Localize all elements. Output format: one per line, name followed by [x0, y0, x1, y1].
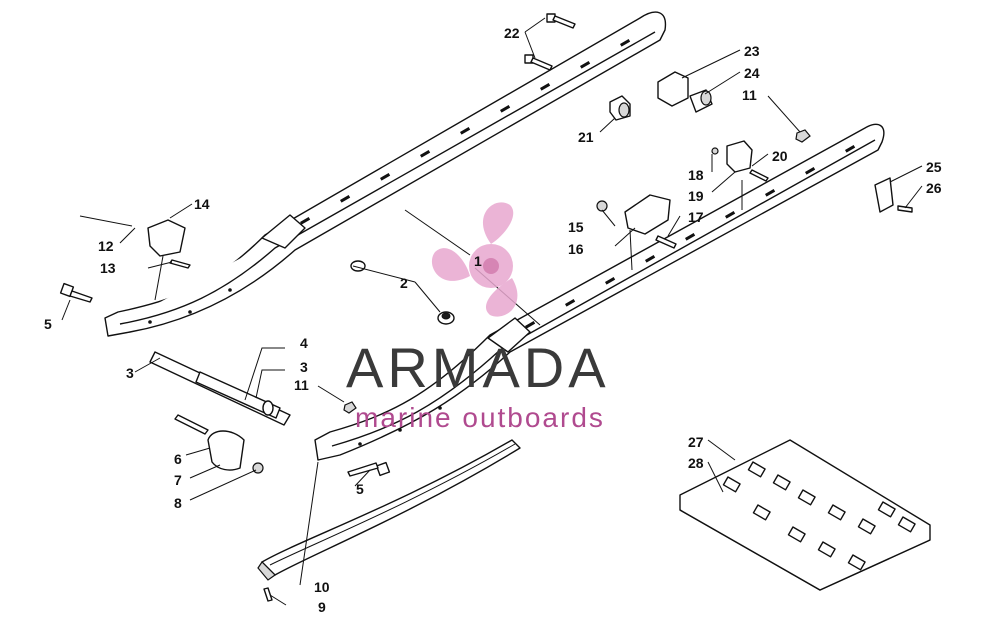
bolt-icon: [347, 461, 391, 477]
callout-1: 1: [474, 253, 482, 269]
callout-2: 2: [400, 275, 408, 291]
callout-26: 26: [926, 180, 942, 196]
callout-14: 14: [194, 196, 210, 212]
callout-16: 16: [568, 241, 584, 257]
left-rail: [104, 11, 667, 337]
leader-lines: [61, 17, 923, 606]
nut-icon: [596, 200, 608, 212]
clip-icon: [147, 219, 186, 257]
callout-7: 7: [174, 472, 182, 488]
callout-8: 8: [174, 495, 182, 511]
callout-11: 11: [742, 87, 757, 103]
callout-23: 23: [744, 43, 760, 59]
bolt-icon: [655, 235, 677, 249]
block-icon: [657, 71, 689, 107]
callout-28: 28: [688, 455, 704, 471]
watermark-logo: [431, 202, 518, 317]
cross-shafts: [149, 351, 291, 426]
callout-labels: 1 2 3 3 4 5 5 6 7 8 9 10 11 11 12 13 14 …: [44, 25, 942, 615]
callout-9: 9: [318, 599, 326, 615]
screw-icon: [263, 587, 273, 602]
watermark-brand: ARMADA: [346, 336, 610, 399]
callout-4: 4: [300, 335, 308, 351]
track-clips: [722, 461, 916, 571]
cable-icon: [79, 215, 133, 227]
callout-10: 10: [314, 579, 330, 595]
bolt-icon: [59, 282, 93, 303]
bolt-icon: [174, 414, 209, 435]
slide-wear-strip: [257, 439, 521, 581]
bushing-icon: [689, 89, 713, 113]
callout-3: 3: [126, 365, 134, 381]
nut-icon: [795, 129, 811, 143]
callout-19: 19: [688, 188, 704, 204]
callout-13: 13: [100, 260, 116, 276]
bracket-icon: [624, 194, 671, 235]
pin-icon: [169, 259, 191, 269]
callout-11: 11: [294, 377, 309, 393]
callout-20: 20: [772, 148, 788, 164]
nut-icon: [711, 147, 719, 155]
callout-18: 18: [688, 167, 704, 183]
bolt-icon: [749, 169, 769, 182]
bolt-icon: [897, 205, 913, 213]
callout-6: 6: [174, 451, 182, 467]
callout-24: 24: [744, 65, 760, 81]
bolt-icon: [524, 54, 553, 71]
callout-27: 27: [688, 434, 704, 450]
callout-12: 12: [98, 238, 114, 254]
nut-icon: [343, 401, 357, 414]
callout-3: 3: [300, 359, 308, 375]
block-icon: [726, 140, 753, 173]
bracket-icon: [874, 177, 894, 213]
bolt-icon: [546, 13, 576, 29]
watermark-tagline: marine outboards: [355, 402, 605, 433]
track-section: [679, 439, 931, 591]
callout-22: 22: [504, 25, 520, 41]
callout-5: 5: [356, 481, 364, 497]
callout-15: 15: [568, 219, 584, 235]
callout-17: 17: [688, 209, 704, 225]
spacer-icon: [609, 95, 631, 121]
callout-25: 25: [926, 159, 942, 175]
bumper-icon: [207, 430, 245, 471]
right-rail-slots: [358, 144, 856, 446]
bumper-icon: [437, 311, 455, 325]
callout-21: 21: [578, 129, 594, 145]
callout-5: 5: [44, 316, 52, 332]
nut-icon: [252, 462, 264, 474]
left-rail-slots: [148, 38, 631, 324]
